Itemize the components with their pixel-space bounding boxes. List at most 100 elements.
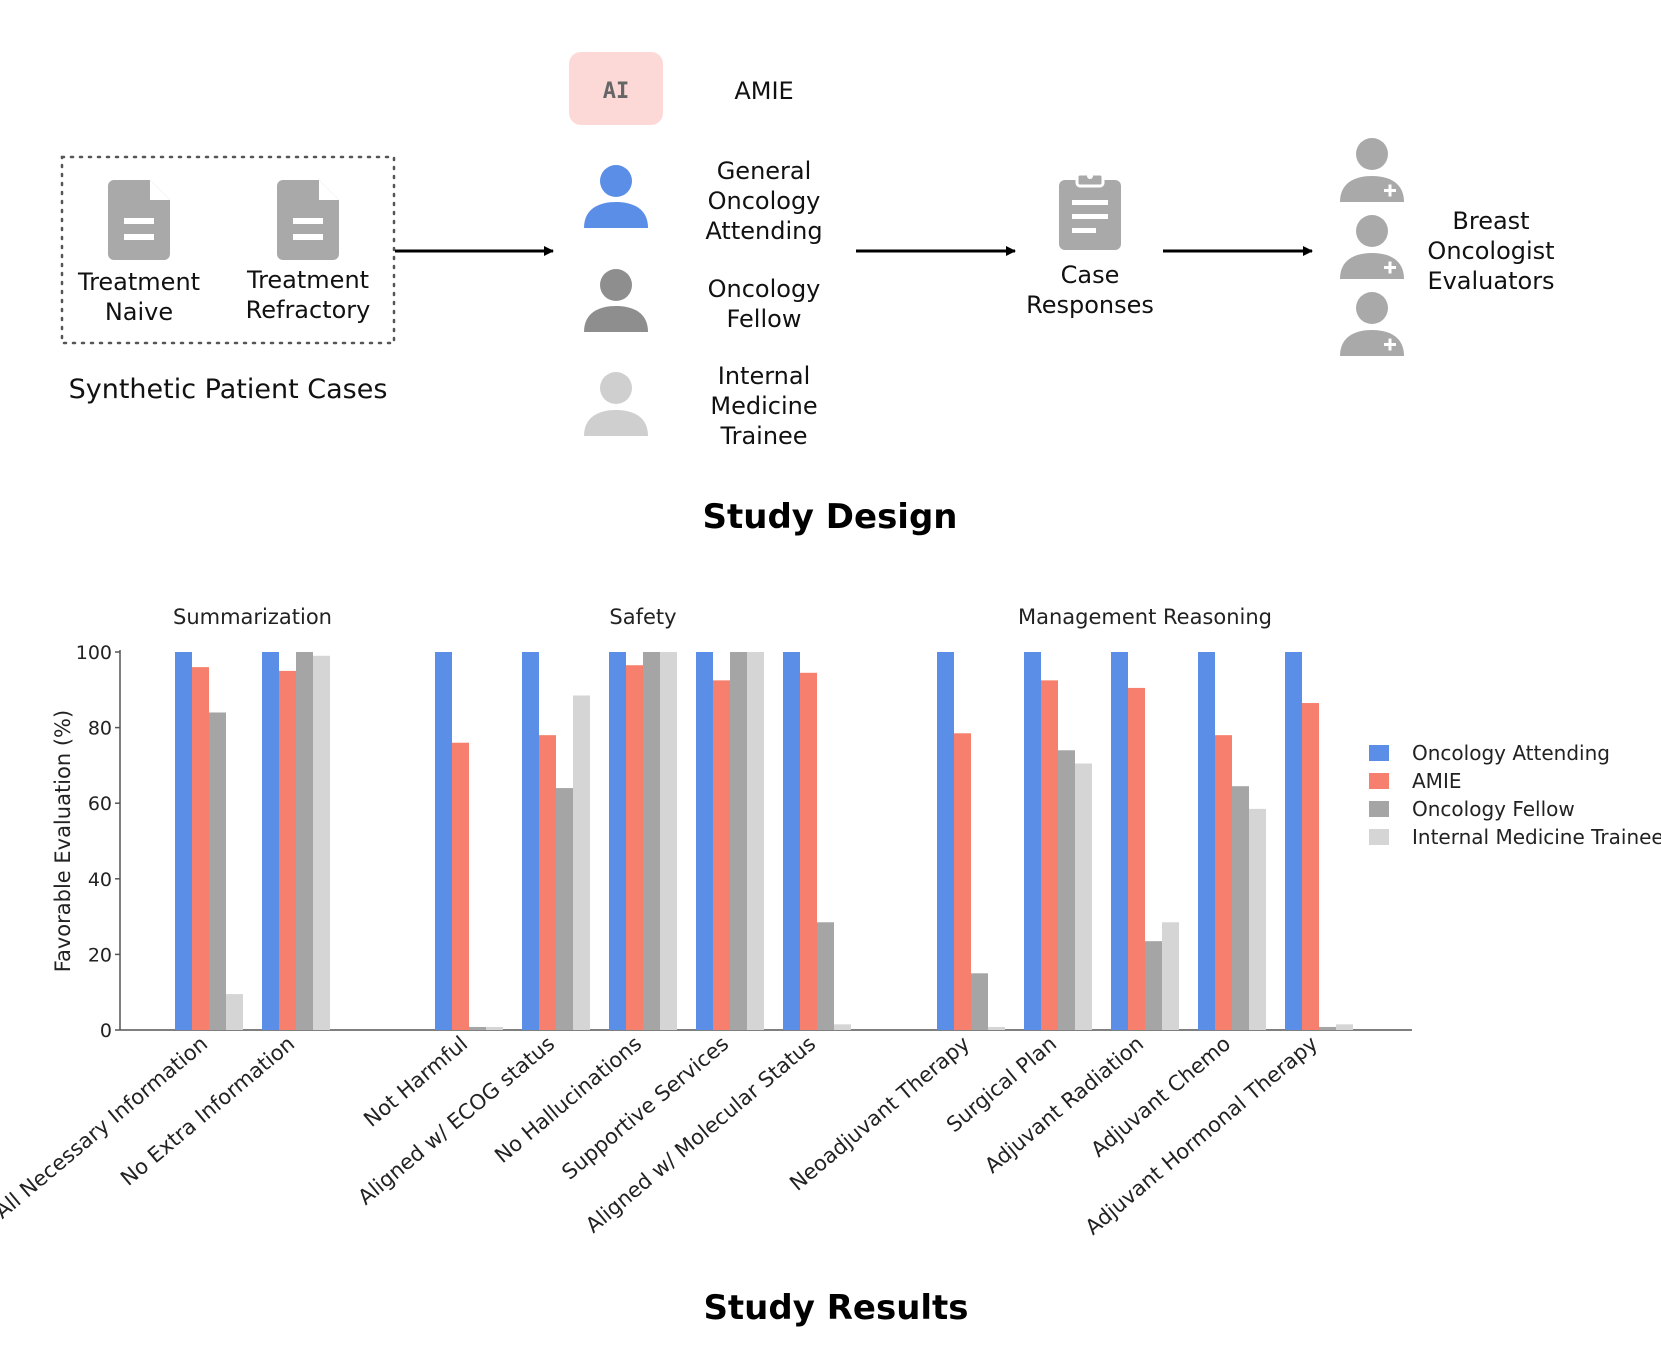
bar xyxy=(1302,703,1319,1030)
bar xyxy=(1162,922,1179,1030)
responder-attending-line3: Attending xyxy=(705,217,822,245)
responder-trainee-line2: Medicine xyxy=(710,392,817,420)
bar xyxy=(937,652,954,1030)
bar xyxy=(1232,786,1249,1030)
bar xyxy=(800,672,817,1030)
document-icon xyxy=(108,180,170,260)
bar xyxy=(452,742,469,1030)
group-title: Summarization xyxy=(173,605,332,629)
bar xyxy=(226,994,243,1030)
bar xyxy=(609,652,626,1030)
evaluators-line1: Breast xyxy=(1452,207,1529,235)
bar xyxy=(660,652,677,1030)
bar xyxy=(1249,808,1266,1030)
bar xyxy=(971,973,988,1030)
document-icon xyxy=(277,180,339,260)
person-icon xyxy=(584,165,648,228)
legend-swatch xyxy=(1369,801,1389,817)
legend-label: AMIE xyxy=(1412,769,1461,793)
x-tick-label: Supportive Services xyxy=(557,1031,733,1184)
x-tick-label: No Hallucinations xyxy=(490,1031,646,1167)
ai-badge-text: AI xyxy=(603,79,630,104)
case-label-1-line2: Naive xyxy=(105,298,173,326)
x-tick-label: Adjuvant Radiation xyxy=(980,1031,1148,1177)
bar xyxy=(435,652,452,1030)
cases-dashed-box xyxy=(60,155,396,345)
bar xyxy=(1024,652,1041,1030)
bar xyxy=(192,667,209,1030)
bar xyxy=(469,1026,486,1030)
bar xyxy=(573,695,590,1030)
legend-label: Oncology Attending xyxy=(1412,741,1610,765)
bar xyxy=(747,652,764,1030)
responses-line1: Case xyxy=(1061,261,1120,289)
bar xyxy=(486,1026,503,1030)
bar xyxy=(713,680,730,1030)
bar xyxy=(1111,652,1128,1030)
doctor-icon xyxy=(1340,138,1404,202)
bar xyxy=(556,788,573,1030)
responder-trainee-line1: Internal xyxy=(718,362,811,390)
bar xyxy=(1145,941,1162,1030)
bar xyxy=(1198,652,1215,1030)
x-tick-label: Neoadjuvant Therapy xyxy=(785,1031,974,1195)
y-tick-label: 100 xyxy=(76,642,112,664)
bar xyxy=(1215,735,1232,1030)
study-design: Treatment Naive Treatment Refractory Syn… xyxy=(60,52,1555,537)
legend-swatch xyxy=(1369,773,1389,789)
cases-group-label: Synthetic Patient Cases xyxy=(69,374,388,405)
responder-amie-label: AMIE xyxy=(734,77,793,105)
bar xyxy=(817,922,834,1030)
bar xyxy=(988,1026,1005,1030)
responder-attending-line1: General xyxy=(717,157,812,185)
group-title: Management Reasoning xyxy=(1018,605,1272,629)
responder-trainee-line3: Trainee xyxy=(719,422,807,450)
y-tick-label: 40 xyxy=(88,869,112,891)
study-design-title: Study Design xyxy=(703,497,958,537)
bar xyxy=(834,1024,851,1030)
bar xyxy=(279,670,296,1030)
bar xyxy=(1058,750,1075,1030)
bar xyxy=(1285,652,1302,1030)
bar xyxy=(643,652,660,1030)
legend-swatch xyxy=(1369,745,1389,761)
legend-label: Internal Medicine Trainee xyxy=(1412,825,1661,849)
bar xyxy=(1128,687,1145,1030)
bar xyxy=(1041,680,1058,1030)
bar xyxy=(313,655,330,1030)
responder-attending-line2: Oncology xyxy=(708,187,821,215)
ai-badge-icon: AI xyxy=(569,52,663,125)
evaluators-line2: Oncologist xyxy=(1427,237,1554,265)
bar xyxy=(730,652,747,1030)
case-label-2-line2: Refractory xyxy=(246,296,371,324)
y-tick-label: 80 xyxy=(88,718,112,740)
person-icon xyxy=(584,372,648,436)
responder-fellow-line2: Fellow xyxy=(727,305,802,333)
responder-fellow-line1: Oncology xyxy=(708,275,821,303)
bar xyxy=(783,652,800,1030)
group-title: Safety xyxy=(609,605,676,629)
bar xyxy=(522,652,539,1030)
person-icon xyxy=(584,269,648,332)
legend-swatch xyxy=(1369,829,1389,845)
bar xyxy=(175,652,192,1030)
y-tick-label: 20 xyxy=(88,944,112,966)
study-results-title: Study Results xyxy=(703,1288,968,1328)
doctor-icon xyxy=(1340,292,1404,356)
bar xyxy=(539,735,556,1030)
x-tick-label: No Extra Information xyxy=(116,1031,299,1190)
bar xyxy=(1319,1026,1336,1030)
bar xyxy=(696,652,713,1030)
bar xyxy=(1336,1024,1353,1030)
evaluators-icons xyxy=(1340,138,1404,356)
bar xyxy=(209,712,226,1030)
responses-line2: Responses xyxy=(1026,291,1154,319)
bar xyxy=(626,665,643,1030)
evaluators-line3: Evaluators xyxy=(1427,267,1554,295)
bar xyxy=(262,652,279,1030)
bar xyxy=(954,733,971,1030)
legend-label: Oncology Fellow xyxy=(1412,797,1575,821)
bar xyxy=(296,652,313,1030)
